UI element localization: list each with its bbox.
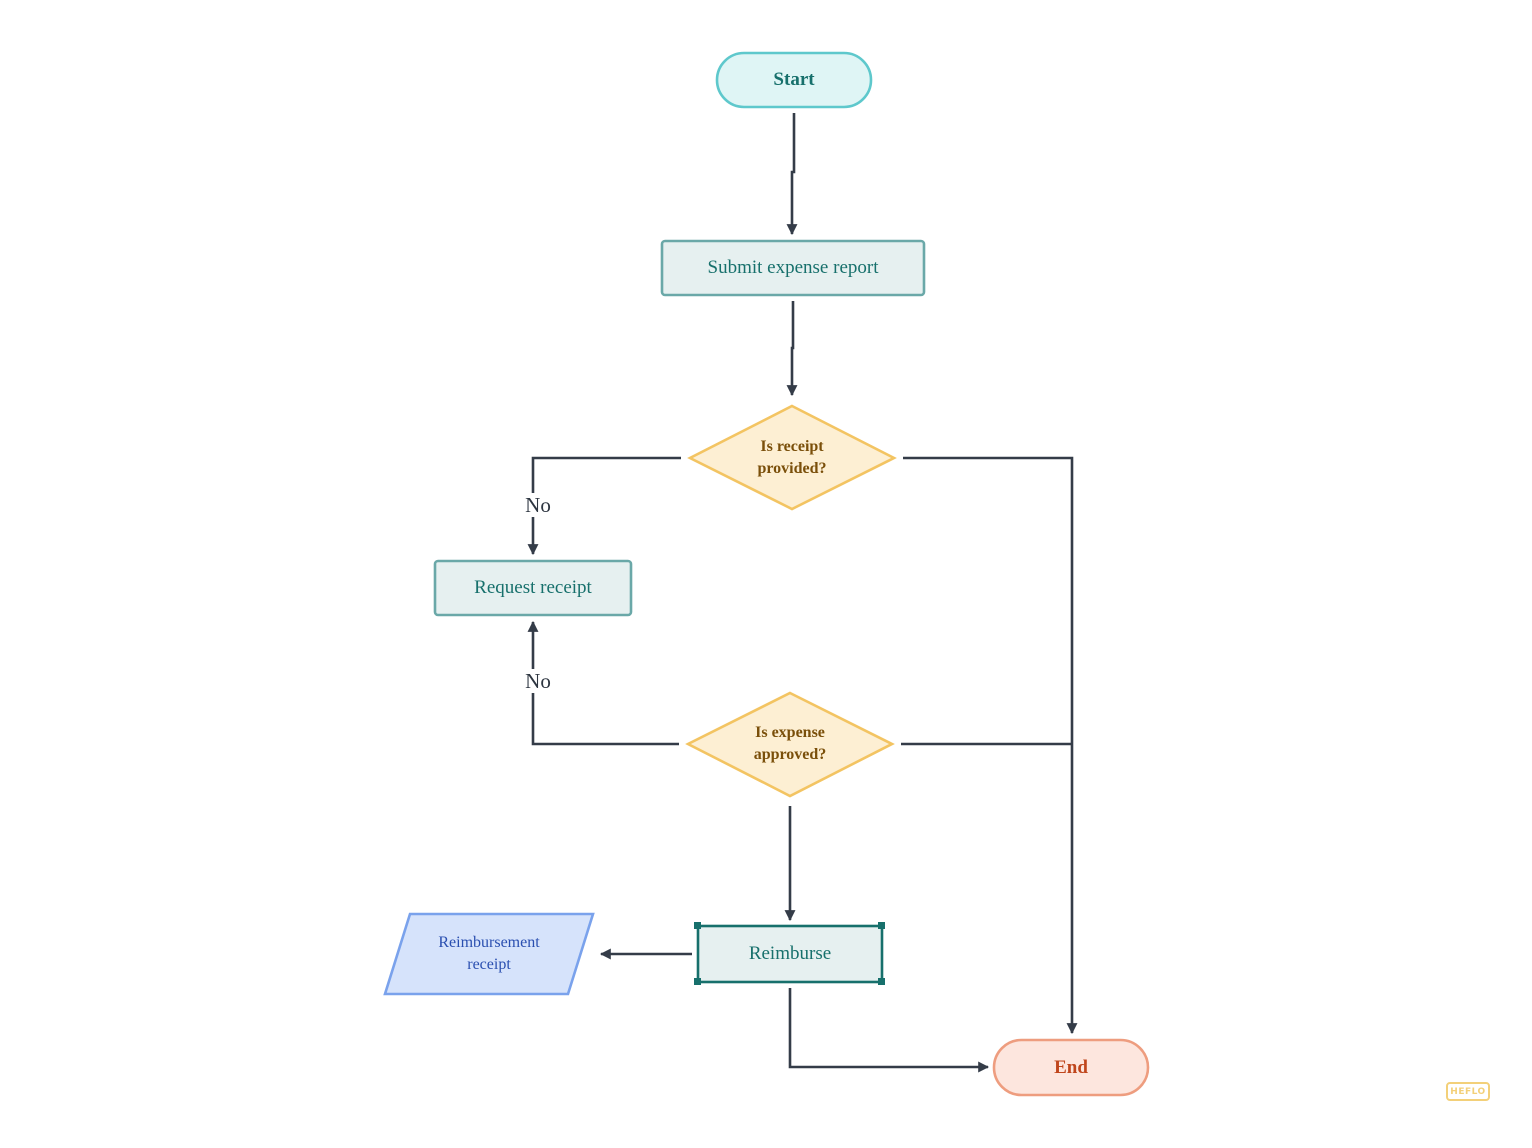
expense-approved-decision-shape[interactable] bbox=[685, 691, 895, 798]
receipt-provided-decision-shape[interactable] bbox=[687, 404, 897, 511]
end-label: End bbox=[1054, 1056, 1088, 1078]
heflo-logo: HEFLO bbox=[1446, 1082, 1490, 1101]
submit-expense-report-label: Submit expense report bbox=[707, 257, 879, 278]
reimburse-process-shape[interactable] bbox=[696, 924, 884, 984]
start-terminator-shape[interactable] bbox=[715, 51, 873, 109]
request-receipt-label: Request receipt bbox=[474, 577, 592, 598]
connector-reimburse-to-end[interactable] bbox=[788, 988, 990, 1073]
edge-label-approved-no: No bbox=[519, 669, 557, 693]
connector-receipt-yes-to-end[interactable] bbox=[903, 456, 1078, 1035]
submit-expense-report-process-shape[interactable] bbox=[660, 239, 926, 297]
start-label: Start bbox=[773, 69, 815, 90]
connector-submit-to-receipt-decision[interactable] bbox=[786, 301, 798, 397]
receipt-provided-label: Is receipt provided? bbox=[757, 438, 827, 477]
request-receipt-process-shape[interactable] bbox=[433, 559, 633, 617]
connector-approved-no-to-request[interactable] bbox=[527, 620, 679, 746]
end-terminator-shape[interactable] bbox=[992, 1038, 1150, 1097]
selection-handle-bottom-left[interactable] bbox=[694, 978, 701, 985]
connector-start-to-submit[interactable] bbox=[786, 113, 798, 236]
edge-label-receipt-no: No bbox=[519, 493, 557, 517]
reimbursement-receipt-label: Reimbursement receipt bbox=[438, 934, 540, 973]
expense-approved-label: Is expense approved? bbox=[753, 724, 827, 763]
selection-handle-top-right[interactable] bbox=[878, 922, 885, 929]
selection-handle-bottom-right[interactable] bbox=[878, 978, 885, 985]
reimburse-label: Reimburse bbox=[748, 943, 832, 964]
connector-receipt-no-to-request[interactable] bbox=[527, 456, 681, 556]
reimbursement-receipt-io-shape[interactable] bbox=[383, 912, 595, 996]
selection-handle-top-left[interactable] bbox=[694, 922, 701, 929]
